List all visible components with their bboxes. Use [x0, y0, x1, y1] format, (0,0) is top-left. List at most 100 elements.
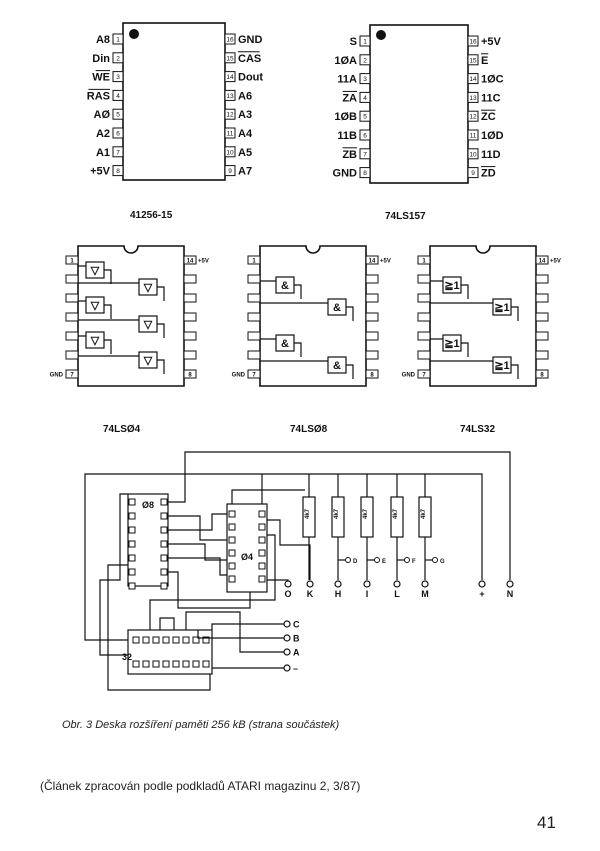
- gate-chip-1-pin-right-1: [183, 255, 197, 265]
- gate-chip-2-pin-left-3: [247, 293, 261, 303]
- bottom-terminal-3: [334, 580, 342, 588]
- resistor-tap-pad-4: [404, 557, 410, 563]
- gate-chip-3-pin-left-1: [417, 255, 431, 265]
- side-terminal-3: [283, 648, 291, 656]
- c41256-pin-15: [224, 52, 236, 64]
- c157-pin-label-7: ZB: [342, 149, 357, 161]
- c157-pin-num-3: 3: [363, 76, 367, 83]
- gate-chip-2-vcc-label: +5V: [380, 259, 391, 265]
- gate-chip-1-gate-wire-4: [78, 282, 165, 301]
- gate-chip-3-pin-left-4: [417, 312, 431, 322]
- gate-chip-3-gate-wire-3: [430, 302, 519, 321]
- gate-chip-2-gate-wire-4: [260, 360, 354, 379]
- gate-chip-3-pin-right-3: [535, 293, 549, 303]
- c157-pin-9: [467, 167, 479, 179]
- resistor-tap-label-4: F: [412, 559, 416, 565]
- board-32-bottom-pad-5: [172, 660, 180, 668]
- page-number: 41: [537, 813, 556, 832]
- gate-chip-3-gate-symbol-1: ≧1: [444, 280, 459, 292]
- c157-pin-num-2: 2: [363, 57, 367, 64]
- board-32-top-pad-8: [202, 636, 210, 644]
- c41256-pin-label-5: AØ: [94, 109, 111, 121]
- gate-chip-3-gate-wire-2: [430, 338, 469, 357]
- c41256-pin-12: [224, 108, 236, 120]
- board-32-bottom-pad-7: [192, 660, 200, 668]
- board-32-top-pad-5: [172, 636, 180, 644]
- c41256-pin-num-8: 8: [116, 168, 120, 175]
- bottom-terminal-2: [306, 580, 314, 588]
- board-08-left-pad-7: [128, 582, 136, 590]
- board-08-left-pad-1: [128, 498, 136, 506]
- c157-pin-label-1: S: [350, 36, 357, 48]
- c157-pin-label-12: ZC: [481, 111, 496, 123]
- gate-chip-1-gnd-label: GND: [50, 373, 64, 379]
- gate-chip-1-gate-wire-2: [78, 300, 112, 319]
- gate-chip-2-pin-right-4: [365, 312, 379, 322]
- c41256-pin-5: [112, 108, 124, 120]
- c41256-pin-num-9: 9: [228, 168, 232, 175]
- gate-chip-3-first-pin: 1: [422, 259, 426, 265]
- c157-pin-label-10: 11D: [481, 149, 501, 161]
- resistor-tap-label-3: E: [382, 559, 386, 565]
- gate-chip-2-gate-symbol-3: &: [333, 302, 341, 314]
- side-terminal-label-1: C: [293, 620, 300, 630]
- gate-chip-1-gate-wire-5: [78, 319, 165, 338]
- c41256-pin-num-14: 14: [226, 74, 234, 81]
- gate-chip-2-pin-right-7: [365, 369, 379, 379]
- c157-pin-6: [359, 129, 371, 141]
- gate-chip-3-gate-symbol-4: ≧1: [494, 360, 509, 372]
- c157-pin-label-6: 11B: [337, 130, 357, 142]
- bottom-terminal-5: [393, 580, 401, 588]
- board-04-right-pad-6: [258, 575, 266, 583]
- c157-pin-label-14: 1ØC: [481, 74, 504, 86]
- board-08-right-pad-3: [160, 526, 168, 534]
- c157-pin-8: [359, 167, 371, 179]
- bottom-terminal-1: [284, 580, 292, 588]
- gate-chip-3-pin-left-5: [417, 331, 431, 341]
- gate-chip-3-pin-right-2: [535, 274, 549, 284]
- c157-pin-label-9: ZD: [481, 168, 496, 180]
- c41256-pin-num-1: 1: [116, 37, 120, 44]
- c157-pin-12: [467, 110, 479, 122]
- bottom-terminal-label-5: L: [394, 589, 400, 599]
- c41256-pin-label-10: A5: [238, 147, 252, 159]
- bottom-terminal-label-7: +: [479, 589, 484, 599]
- gate-chip-1-pin-left-1: [65, 255, 79, 265]
- bottom-terminal-label-6: M: [421, 589, 429, 599]
- gate-chip-1-vcc-pin: 14: [187, 259, 194, 265]
- bottom-terminal-label-1: O: [284, 589, 291, 599]
- c157-pin-num-9: 9: [471, 170, 475, 177]
- gate-chip-2-gate-wire-2: [260, 338, 302, 357]
- gate-chip-2-vcc-pin: 14: [369, 259, 376, 265]
- c157-pin-num-13: 13: [469, 95, 477, 102]
- c157-pin-16: [467, 35, 479, 47]
- board-08-right-pad-2: [160, 512, 168, 520]
- board-04-left-pad-3: [228, 536, 236, 544]
- c41256-pin-num-10: 10: [226, 149, 234, 156]
- gate-chip-3-body: [429, 245, 537, 387]
- gate-chip-3-pin-right-6: [535, 350, 549, 360]
- gate-chip-1-gate-wire-1: [78, 265, 112, 284]
- c157-pin-num-10: 10: [469, 151, 477, 158]
- board-32-top-pad-4: [162, 636, 170, 644]
- resistor-tap-pad-3: [374, 557, 380, 563]
- c157-pin-label-2: 1ØA: [334, 55, 357, 67]
- board-08-left-pad-2: [128, 512, 136, 520]
- gate-chip-2-gate-symbol-1: &: [281, 280, 289, 292]
- c41256-pin-label-6: A2: [96, 128, 110, 140]
- c41256-pin-3: [112, 71, 124, 83]
- c157-pin-label-16: +5V: [481, 36, 502, 48]
- c41256-pin-7: [112, 146, 124, 158]
- gate-chip-2-pin-left-2: [247, 274, 261, 284]
- gate-chip-2-pin-right-1: [365, 255, 379, 265]
- c41256-pin-label-7: A1: [96, 147, 110, 159]
- board-04-right-pad-3: [258, 536, 266, 544]
- c157-pin-num-15: 15: [469, 57, 477, 64]
- gate-chip-2-gate-symbol-2: &: [281, 338, 289, 350]
- gate-chip-3-pin-left-3: [417, 293, 431, 303]
- gate-chip-1-gnd-pin: 7: [70, 373, 74, 379]
- gate-chip-1-first-pin: 1: [70, 259, 74, 265]
